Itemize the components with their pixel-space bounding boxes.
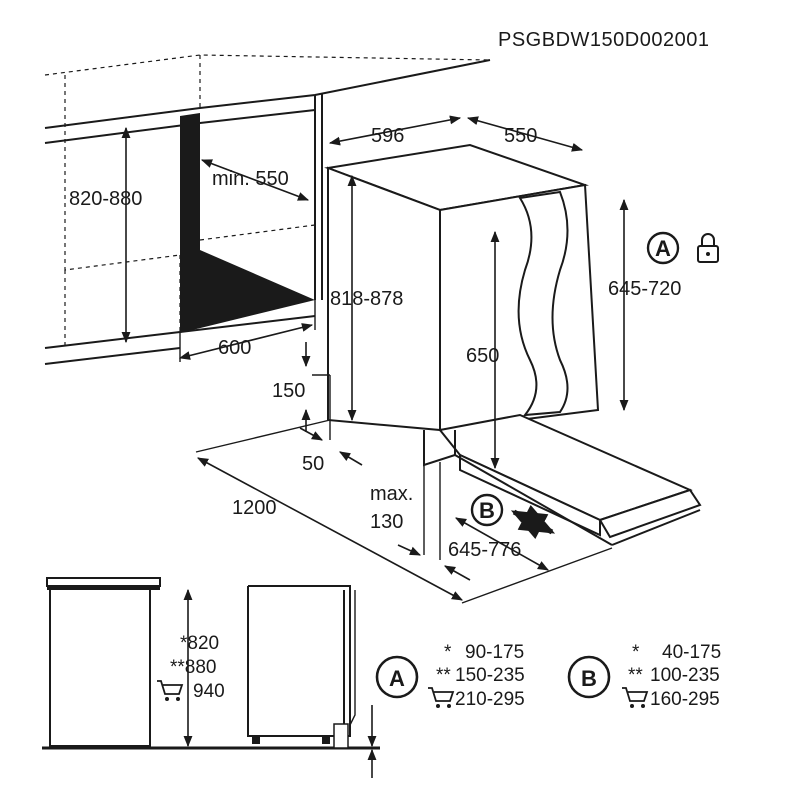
plinth-offset-arrow-left (299, 427, 323, 441)
cart-icon (157, 680, 184, 701)
max-label: max. (370, 483, 413, 505)
appliance-width-label: 596 (371, 125, 404, 147)
marker-b-top: B (470, 493, 504, 527)
appliance-height-label: 818-878 (330, 288, 403, 310)
niche-height-label: 820-880 (69, 188, 142, 210)
bottom-appliance-side (247, 585, 356, 749)
bottom-cabinet-left (42, 577, 380, 750)
legend-b-value-1: 40-175 (662, 642, 721, 663)
plinth-height-label: 150 (272, 380, 305, 402)
appliance-width-dimension (328, 115, 462, 146)
legend-b-letter: B (581, 666, 597, 691)
legend-a: A * 90-175 ** 150-235 210-295 (375, 642, 525, 710)
appliance-depth-label: 550 (504, 125, 537, 147)
legend-b-mark-2: ** (628, 665, 643, 686)
legend-b: B * 40-175 ** 100-235 160-295 (567, 642, 721, 710)
max-travel-arrow-left (397, 544, 422, 556)
legend-b-value-2: 100-235 (650, 665, 720, 686)
clearance-width-dimension (197, 457, 463, 601)
plinth-offset-label: 50 (302, 453, 324, 475)
legend-b-value-3: 160-295 (650, 689, 720, 710)
max-value: 130 (370, 511, 403, 533)
legend-a-letter: A (389, 666, 405, 691)
panel-height-label: 645-720 (608, 278, 681, 300)
door-height-label: 650 (466, 345, 499, 367)
marker-a-top: A (646, 231, 680, 265)
appliance-depth-dimension (466, 116, 584, 152)
cart-icon (622, 687, 649, 708)
legend-a-value-3: 210-295 (455, 689, 525, 710)
model-code: PSGBDW150D002001 (498, 29, 709, 51)
legend-a-mark-2: ** (436, 665, 451, 686)
niche-depth-dimension (178, 323, 314, 360)
min-depth-label: min. 550 (212, 168, 289, 190)
legend-a-value-1: 90-175 (465, 642, 524, 663)
svg-text:B: B (479, 498, 495, 523)
niche-depth-label: 600 (218, 337, 251, 359)
height-star-label: *820 (180, 633, 219, 654)
legend-a-value-2: 150-235 (455, 665, 525, 686)
arrow-icon (510, 504, 556, 540)
svg-text:A: A (655, 236, 671, 261)
door-travel-dimension (455, 517, 549, 571)
lock-icon (697, 233, 719, 263)
niche-side-wall (180, 113, 315, 333)
cart-icon (428, 687, 455, 708)
clearance-width-label: 1200 (232, 497, 277, 519)
height-cart-label: 940 (193, 681, 225, 702)
height-double-star-label: **880 (170, 657, 217, 678)
plinth-offset-arrow-right (339, 451, 363, 466)
door-travel-label: 645-776 (448, 539, 521, 561)
legend-b-mark-1: * (632, 642, 640, 663)
legend-a-mark-1: * (444, 642, 452, 663)
max-travel-arrow-right (444, 565, 471, 581)
min-depth-dimension (200, 159, 310, 201)
